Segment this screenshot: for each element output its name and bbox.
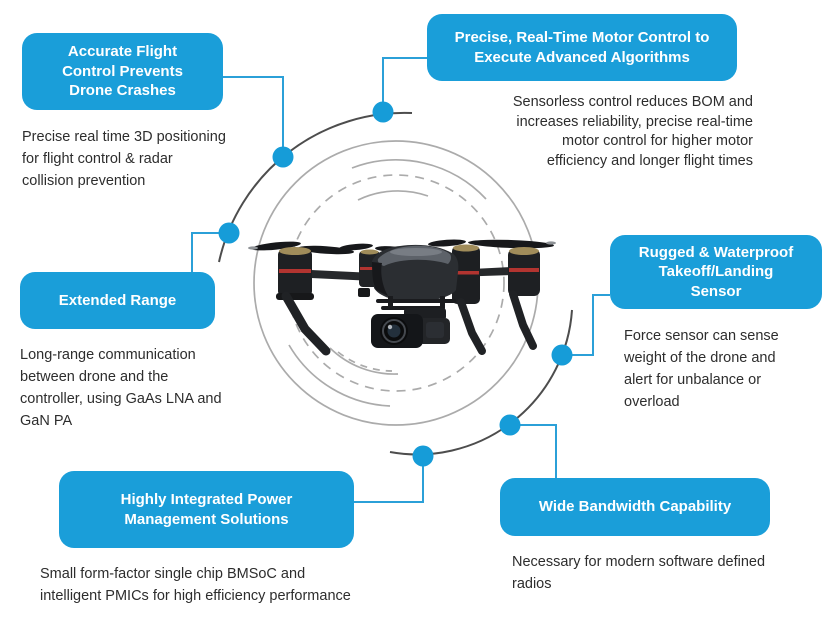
description-line: Sensorless control reduces BOM and — [512, 94, 753, 110]
callout-title-line: Extended Range — [58, 291, 177, 309]
callout-description-accurate-flight: Precise real time 3D positioning for fli… — [22, 126, 262, 192]
description-line: between drone and the — [20, 369, 169, 385]
connector-lines — [191, 57, 610, 503]
callout-box-takeoff-sensor: Rugged & Waterproof Takeoff/Landing Sens… — [610, 235, 822, 309]
connector-dots — [218, 101, 573, 467]
connector-dot — [499, 414, 521, 436]
connector-dot — [372, 101, 394, 123]
callout-box-accurate-flight: Accurate Flight Control Prevents Drone C… — [22, 33, 223, 110]
description-line: efficiency and longer flight times — [546, 152, 753, 169]
callout-title-line: Highly Integrated Power — [120, 491, 293, 508]
drone-camera-gimbal — [371, 308, 450, 348]
description-line: controller, using GaAs LNA and — [20, 391, 222, 407]
callout-box-power-management: Highly Integrated Power Management Solut… — [59, 471, 354, 548]
description-line: collision prevention — [22, 173, 146, 189]
ring-arc-bottom-left — [288, 344, 391, 407]
callout-title-line: Sensor — [690, 282, 742, 300]
callout-box-motor-control: Precise, Real-Time Motor Control to Exec… — [427, 14, 737, 81]
description-line: Necessary for modern software defined — [512, 554, 766, 570]
callout-box-wide-bandwidth: Wide Bandwidth Capability — [500, 478, 770, 536]
connector-accurate-flight — [223, 76, 284, 157]
description-line: GaN PA — [20, 413, 73, 429]
callout-description-motor-control: Sensorless control reduces BOM and incre… — [463, 93, 753, 171]
drone-body — [358, 244, 459, 310]
description-line: increases reliability, precise real-time — [516, 113, 753, 130]
connector-dot — [218, 222, 240, 244]
callout-description-wide-bandwidth: Necessary for modern software defined ra… — [512, 551, 812, 595]
ring-arc-top — [351, 159, 487, 200]
callout-title-line: Control Prevents — [62, 62, 183, 80]
callout-description-takeoff-sensor: Force sensor can sense weight of the dro… — [624, 325, 814, 413]
description-line: Small form-factor single chip BMSoC and — [40, 566, 306, 582]
callout-title-line: Execute Advanced Algorithms — [474, 48, 690, 66]
connector-power-management — [354, 456, 424, 503]
connector-takeoff-sensor — [562, 294, 610, 356]
connector-dot — [272, 146, 294, 168]
callout-description-power-management: Small form-factor single chip BMSoC and … — [40, 563, 385, 607]
callout-title-line: Management Solutions — [124, 510, 289, 528]
callout-description-extended-range: Long-range communication between drone a… — [20, 344, 270, 432]
ring-arc-inner-bottom — [329, 347, 399, 375]
description-line: overload — [624, 394, 680, 410]
description-line: Long-range communication — [20, 347, 196, 363]
connector-dot — [551, 344, 573, 366]
description-line: radios — [512, 576, 552, 592]
drone-motors — [276, 244, 540, 304]
description-line: weight of the drone and — [624, 350, 776, 366]
drone-image — [248, 239, 556, 356]
description-line: Force sensor can sense — [624, 328, 779, 344]
ring-arc-dashed-inner — [337, 351, 393, 372]
callout-title-line: Rugged & Waterproof — [638, 243, 794, 261]
callout-title-line: Precise, Real-Time Motor Control to — [454, 29, 710, 46]
description-line: for flight control & radar — [22, 151, 173, 167]
connector-wide-bandwidth — [510, 424, 557, 478]
connector-dot — [412, 445, 434, 467]
callout-title-line: Takeoff/Landing — [658, 263, 774, 281]
callout-title-line: Drone Crashes — [69, 82, 176, 100]
callout-title-line: Wide Bandwidth Capability — [538, 498, 732, 516]
ring-arc-inner-top — [357, 190, 429, 201]
drone-legs — [281, 290, 537, 356]
connector-motor-control — [382, 57, 428, 112]
description-line: motor control for higher motor — [562, 133, 753, 149]
drone-arm-left — [311, 270, 374, 281]
propellers — [248, 239, 556, 255]
description-line: intelligent PMICs for high efficiency pe… — [40, 588, 351, 604]
description-line: alert for unbalance or — [624, 372, 762, 388]
description-line: Precise real time 3D positioning — [22, 129, 226, 145]
connector-extended-range — [191, 232, 229, 272]
callout-title-line: Accurate Flight — [67, 43, 178, 61]
callout-box-extended-range: Extended Range — [20, 272, 215, 329]
